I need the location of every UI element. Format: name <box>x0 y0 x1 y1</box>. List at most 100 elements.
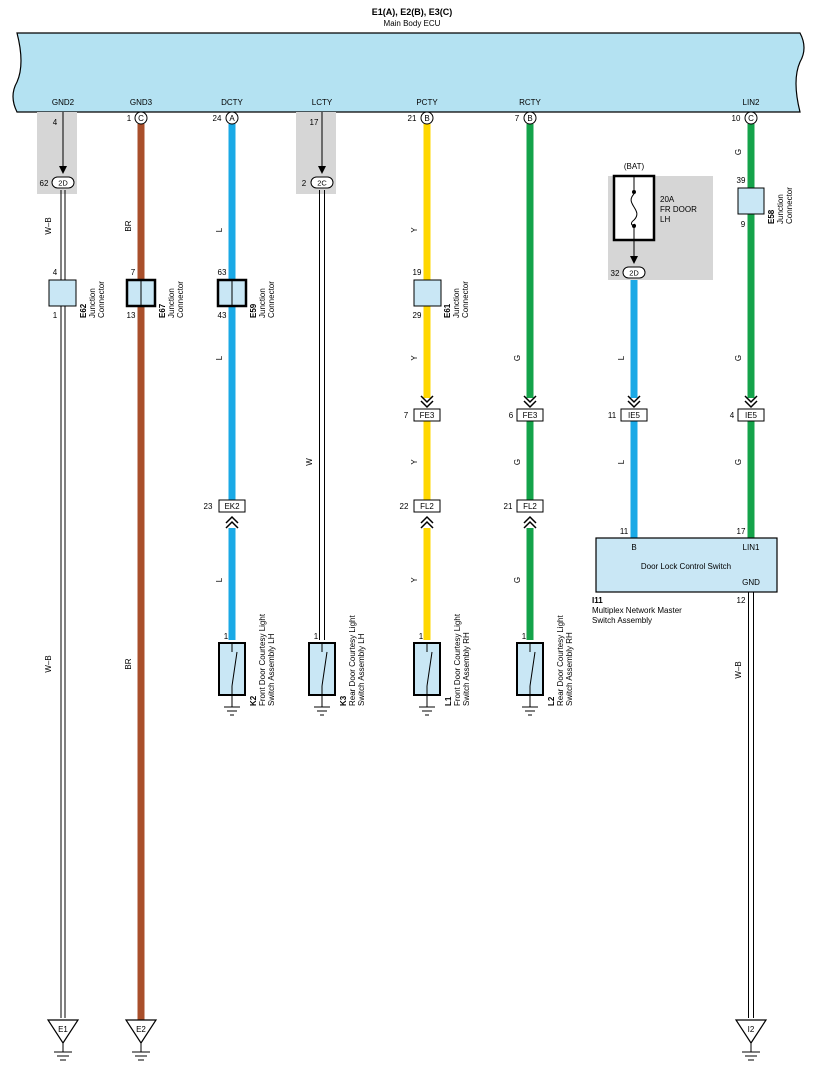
pin-label-lcty: LCTY <box>312 98 333 107</box>
wire-label-lin2-c: G <box>734 459 743 465</box>
wire-i11-gnd <box>748 592 754 1018</box>
l2-line2: Switch Assembly RH <box>565 632 574 706</box>
wire-label-pcty-a: Y <box>410 227 419 233</box>
junction-e61 <box>413 279 442 307</box>
e67-bottom-pin: 13 <box>127 311 136 320</box>
connector-b-rcty: B <box>523 111 537 125</box>
svg-text:EK2: EK2 <box>224 502 240 511</box>
fuse-name-1: FR DOOR <box>660 205 697 214</box>
wire-label-lin2-b: G <box>734 355 743 361</box>
pin-num-gnd3: 1 <box>127 114 132 123</box>
ek2-pin: 23 <box>204 502 213 511</box>
k2-line1: Front Door Courtesy Light <box>258 613 267 706</box>
svg-text:IE5: IE5 <box>628 411 641 420</box>
e67-top-pin: 7 <box>131 268 136 277</box>
wire-label-dcty-a: L <box>215 227 224 232</box>
pin-gnd-num: 12 <box>737 596 746 605</box>
ie5-bat-pin: 11 <box>608 411 617 420</box>
wire-lcty <box>318 112 326 640</box>
switch-k2 <box>218 642 246 716</box>
wire-label-gnd2-a: W–B <box>44 217 53 234</box>
wire-label-pcty-c: Y <box>410 459 419 465</box>
e67-id: E67 <box>158 303 167 318</box>
wire-label-dcty-b: L <box>215 355 224 360</box>
pin-lin1-label: LIN1 <box>743 543 760 552</box>
wire-label-pcty-b: Y <box>410 355 419 361</box>
e59-line2: Connector <box>267 281 276 318</box>
wire-label-dcty-c: L <box>215 577 224 582</box>
pin-gnd-label: GND <box>742 578 760 587</box>
wire-label-lcty-a: W <box>305 458 314 466</box>
connector-ie5-bat: IE5 <box>620 395 648 422</box>
e59-bottom-pin: 43 <box>218 311 227 320</box>
ground-e1: E1 <box>46 1019 80 1061</box>
connector-b-pcty: B <box>420 111 434 125</box>
e62-line1: Junction <box>88 288 97 318</box>
connector-fl2-rcty: FL2 <box>516 499 544 529</box>
connector-a-dcty: A <box>225 111 239 125</box>
svg-text:2C: 2C <box>317 179 327 188</box>
e61-line1: Junction <box>452 288 461 318</box>
e59-line1: Junction <box>258 288 267 318</box>
pin-label-pcty: PCTY <box>416 98 438 107</box>
pin-lin1-num: 17 <box>737 527 746 536</box>
pin-b-num: 11 <box>620 527 629 536</box>
fl2-pcty-pin: 22 <box>400 502 409 511</box>
connector-fe3-pcty: FE3 <box>413 395 441 422</box>
svg-text:FE3: FE3 <box>523 411 538 420</box>
fuse-icon <box>630 176 638 240</box>
wire-label-gnd3-a: BR <box>124 220 133 231</box>
e61-id: E61 <box>443 303 452 318</box>
k3-id: K3 <box>339 695 348 706</box>
junction-e62 <box>48 279 77 307</box>
svg-text:FL2: FL2 <box>420 502 434 511</box>
pin-num-32: 32 <box>611 269 620 278</box>
l1-line2: Switch Assembly RH <box>462 632 471 706</box>
e61-line2: Connector <box>461 281 470 318</box>
wire-label-lin2-a: G <box>734 149 743 155</box>
svg-text:B: B <box>424 114 429 123</box>
connector-c-gnd3: C <box>134 111 148 125</box>
svg-text:IE5: IE5 <box>745 411 758 420</box>
master-switch-box <box>595 537 778 593</box>
svg-text:C: C <box>138 114 144 123</box>
junction-2c: 2C <box>310 176 334 189</box>
wire-label-pcty-d: Y <box>410 577 419 583</box>
ground-e2: E2 <box>124 1019 158 1061</box>
connector-fe3-rcty: FE3 <box>516 395 544 422</box>
pin-num-2: 2 <box>302 179 307 188</box>
svg-text:FL2: FL2 <box>523 502 537 511</box>
wire-label-gnd3-b: BR <box>124 658 133 669</box>
e58-id: E58 <box>767 209 776 224</box>
wire-label-rcty-a: G <box>513 355 522 361</box>
fl2-rcty-pin: 21 <box>504 502 513 511</box>
e58-bottom-pin: 9 <box>741 220 746 229</box>
l2-pin: 1 <box>522 632 527 641</box>
k2-pin: 1 <box>224 632 229 641</box>
k2-id: K2 <box>249 695 258 706</box>
l2-id: L2 <box>547 696 556 706</box>
svg-text:I2: I2 <box>748 1025 755 1034</box>
pin-num-62: 62 <box>40 179 49 188</box>
svg-text:C: C <box>748 114 754 123</box>
pin-num-lcty: 17 <box>310 118 319 127</box>
k3-line2: Switch Assembly LH <box>357 633 366 706</box>
switch-l2 <box>516 642 544 716</box>
pin-num-dcty: 24 <box>213 114 222 123</box>
pin-label-gnd2: GND2 <box>52 98 75 107</box>
master-switch-line2: Switch Assembly <box>592 616 652 625</box>
svg-text:2D: 2D <box>58 179 68 188</box>
e58-line2: Connector <box>785 187 794 224</box>
pin-num-rcty: 7 <box>515 114 520 123</box>
switch-k3 <box>308 642 336 716</box>
connector-ek2: EK2 <box>218 499 246 529</box>
master-switch-id: I11 <box>592 596 603 605</box>
svg-text:FE3: FE3 <box>420 411 435 420</box>
wire-gnd2 <box>59 112 67 1018</box>
e58-top-pin: 39 <box>737 176 746 185</box>
wire-label-rcty-b: G <box>513 459 522 465</box>
e61-top-pin: 19 <box>413 268 422 277</box>
e67-line1: Junction <box>167 288 176 318</box>
l2-line1: Rear Door Courtesy Light <box>556 615 565 706</box>
